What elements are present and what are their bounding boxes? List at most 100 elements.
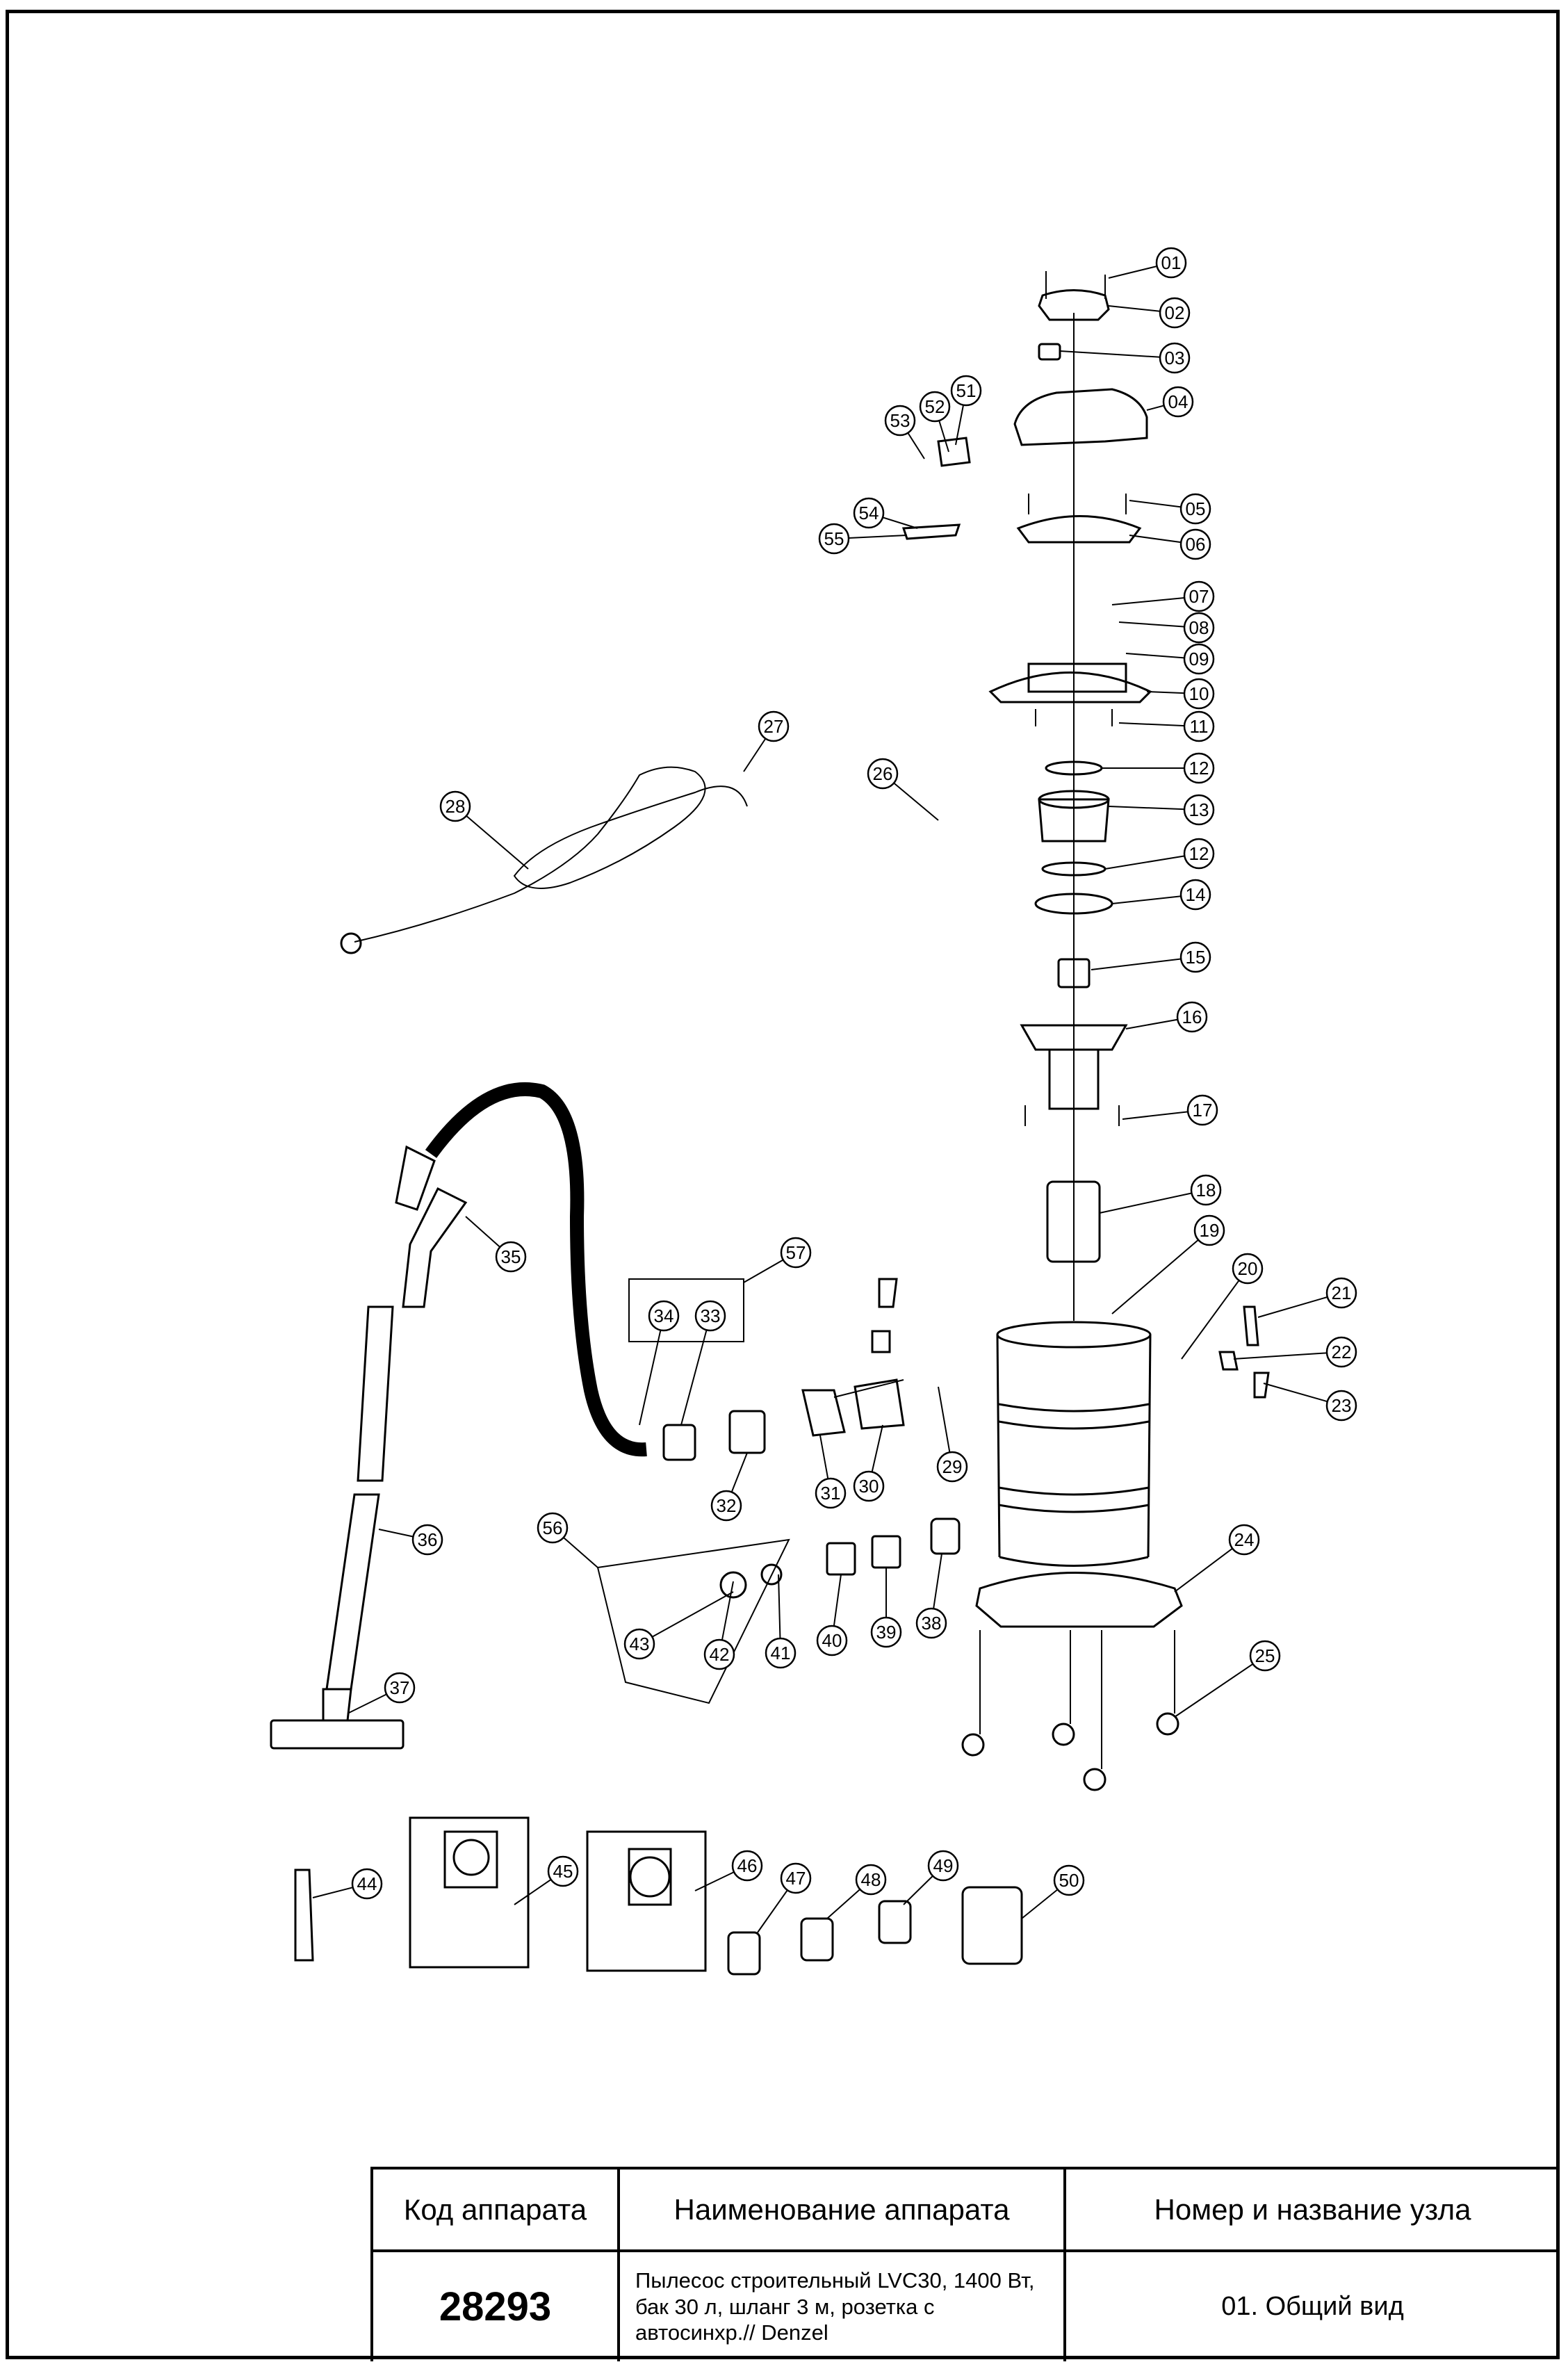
callout-27: 27 [758, 710, 790, 742]
callout-label: 25 [1255, 1645, 1275, 1666]
leader-line [1233, 1351, 1342, 1360]
callout-52: 52 [919, 391, 951, 423]
callout-label: 04 [1168, 391, 1189, 412]
callout-28: 28 [439, 790, 471, 822]
title-block: Код аппарата Наименование аппарата Номер… [370, 2167, 1559, 2361]
callout-label: 05 [1186, 498, 1206, 519]
callout-label: 15 [1186, 947, 1206, 968]
leader-line [1181, 1268, 1248, 1360]
callout-label: 08 [1189, 617, 1209, 638]
callout-44: 44 [351, 1868, 383, 1900]
callout-label: 07 [1189, 586, 1209, 607]
callout-23: 23 [1325, 1390, 1357, 1422]
callout-19: 19 [1193, 1214, 1225, 1246]
leader-line [1111, 1230, 1210, 1314]
callout-label: 47 [786, 1868, 806, 1889]
callout-41: 41 [765, 1637, 797, 1669]
callout-39: 39 [870, 1616, 902, 1648]
callout-label: 48 [861, 1869, 881, 1890]
callout-24: 24 [1228, 1524, 1260, 1556]
handle-part [1038, 289, 1110, 321]
callout-label: 06 [1186, 534, 1206, 555]
device-code-value: 28293 [373, 2249, 620, 2361]
callout-label: 12 [1189, 758, 1209, 779]
callout-label: 16 [1182, 1007, 1202, 1027]
callout-label: 38 [922, 1613, 942, 1634]
callout-label: 30 [859, 1476, 879, 1497]
callout-label: 09 [1189, 649, 1209, 669]
callout-42: 42 [703, 1638, 735, 1670]
callout-label: 23 [1332, 1395, 1352, 1416]
leader-line [1174, 1655, 1266, 1718]
callout-label: 41 [771, 1643, 791, 1663]
callout-label: 02 [1165, 302, 1185, 323]
callout-31: 31 [815, 1477, 847, 1509]
callout-51: 51 [950, 375, 982, 407]
callout-13: 13 [1183, 794, 1215, 826]
callout-29: 29 [936, 1451, 968, 1483]
callout-20: 20 [1232, 1253, 1264, 1285]
callout-label: 13 [1189, 799, 1209, 820]
node-name-value: 01. Общий вид [1066, 2249, 1559, 2361]
callout-47: 47 [780, 1862, 812, 1894]
leader-line [1059, 350, 1175, 359]
callout-30: 30 [853, 1470, 885, 1502]
callout-label: 43 [630, 1634, 650, 1654]
callout-49: 49 [927, 1850, 959, 1882]
callout-55: 55 [818, 523, 850, 555]
callout-label: 26 [873, 763, 893, 784]
callout-label: 45 [553, 1861, 573, 1882]
leader-line [1104, 853, 1200, 870]
callout-label: 42 [710, 1644, 730, 1665]
callout-label: 01 [1161, 252, 1182, 273]
callout-label: 46 [737, 1855, 758, 1876]
callout-label: 28 [446, 796, 466, 817]
callout-label: 03 [1165, 348, 1185, 368]
callout-label: 18 [1196, 1180, 1216, 1200]
callout-12: 12 [1183, 752, 1215, 784]
callout-label: 39 [876, 1622, 897, 1643]
callout-label: 44 [357, 1873, 377, 1894]
callout-label: 14 [1186, 884, 1206, 905]
callout-08: 08 [1183, 612, 1215, 644]
callout-label: 49 [933, 1855, 954, 1876]
callout-label: 55 [824, 528, 844, 549]
callout-21: 21 [1325, 1277, 1357, 1309]
callout-label: 37 [390, 1677, 410, 1698]
callout-22: 22 [1325, 1336, 1357, 1368]
hose-part [425, 1082, 647, 1457]
callout-01: 01 [1155, 247, 1187, 279]
callout-label: 10 [1189, 683, 1209, 704]
callout-05: 05 [1179, 493, 1211, 525]
callout-label: 40 [822, 1630, 842, 1651]
callout-45: 45 [547, 1855, 579, 1887]
callout-48: 48 [855, 1864, 887, 1896]
callout-56: 56 [537, 1512, 569, 1544]
callout-label: 32 [717, 1495, 737, 1516]
callout-32: 32 [710, 1490, 742, 1522]
leader-line [1091, 956, 1196, 970]
callout-label: 24 [1234, 1529, 1255, 1550]
callout-43: 43 [623, 1628, 655, 1660]
callout-12: 12 [1183, 838, 1215, 870]
callout-label: 20 [1238, 1258, 1258, 1279]
callout-53: 53 [884, 405, 916, 437]
callout-09: 09 [1183, 643, 1215, 675]
callout-label: 21 [1332, 1283, 1352, 1303]
callout-07: 07 [1183, 580, 1215, 612]
callout-label: 17 [1193, 1100, 1213, 1121]
header-device-code: Код аппарата [373, 2169, 620, 2249]
callout-57: 57 [780, 1237, 812, 1269]
callout-label: 22 [1332, 1342, 1352, 1362]
callout-label: 19 [1200, 1220, 1220, 1241]
device-name-value: Пылесос строительный LVC30, 1400 Вт, бак… [620, 2249, 1066, 2361]
callout-03: 03 [1159, 342, 1191, 374]
callout-35: 35 [495, 1241, 527, 1273]
callout-14: 14 [1179, 879, 1211, 911]
callout-34: 34 [648, 1300, 680, 1332]
callout-17: 17 [1186, 1094, 1218, 1126]
callout-33: 33 [694, 1300, 726, 1332]
callout-label: 52 [925, 396, 945, 417]
callout-50: 50 [1053, 1864, 1085, 1896]
